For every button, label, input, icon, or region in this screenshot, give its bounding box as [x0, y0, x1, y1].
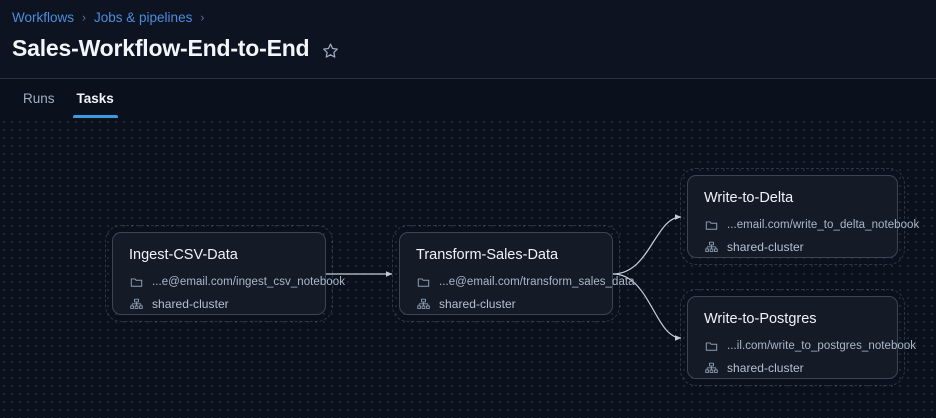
task-node-cluster: shared-cluster	[727, 361, 804, 375]
task-node-write-to-postgres[interactable]: Write-to-Postgres ...il.com/write_to_pos…	[680, 289, 916, 386]
task-node-path: ...email.com/write_to_delta_notebook	[727, 219, 920, 231]
task-node-cluster-row: shared-cluster	[416, 295, 596, 314]
title-row: Sales-Workflow-End-to-End	[12, 33, 341, 63]
task-node-title: Ingest-CSV-Data	[129, 247, 238, 263]
task-node-title: Transform-Sales-Data	[416, 247, 559, 263]
page-title: Sales-Workflow-End-to-End	[12, 35, 310, 61]
tab-bar: Runs Tasks	[0, 79, 936, 118]
tab-tasks[interactable]: Tasks	[66, 79, 125, 118]
task-node-path: ...il.com/write_to_postgres_notebook	[727, 340, 917, 352]
cluster-icon	[704, 241, 718, 255]
task-node-title: Write-to-Postgres	[704, 311, 817, 327]
breadcrumb-item-jobs-pipelines[interactable]: Jobs & pipelines	[94, 10, 193, 25]
cluster-icon	[704, 362, 718, 376]
task-node-cluster: shared-cluster	[439, 297, 516, 311]
edge-transform-to-delta	[612, 214, 682, 275]
tab-runs[interactable]: Runs	[23, 91, 55, 106]
cluster-icon	[416, 298, 430, 312]
task-node-path-row: ...e@email.com/ingest_csv_notebook	[129, 273, 345, 292]
chevron-right-icon: ›	[82, 10, 87, 25]
folder-icon	[704, 219, 718, 233]
task-node-path-row: ...e@email.com/transform_sales_data	[416, 273, 635, 292]
breadcrumb: Workflows › Jobs & pipelines ›	[12, 9, 204, 27]
task-node-cluster: shared-cluster	[152, 297, 229, 311]
task-graph-canvas[interactable]: Ingest-CSV-Data ...e@email.com/ingest_cs…	[0, 118, 936, 418]
task-node-cluster: shared-cluster	[727, 240, 804, 254]
task-node-path-row: ...il.com/write_to_postgres_notebook	[704, 337, 916, 356]
task-node-cluster-row: shared-cluster	[704, 359, 881, 378]
task-node-title: Write-to-Delta	[704, 190, 794, 206]
task-node-path: ...e@email.com/ingest_csv_notebook	[152, 276, 345, 288]
task-node-cluster-row: shared-cluster	[704, 238, 881, 257]
task-node-path-row: ...email.com/write_to_delta_notebook	[704, 216, 919, 235]
breadcrumb-item-workflows[interactable]: Workflows	[12, 10, 75, 25]
task-node-ingest-csv-data[interactable]: Ingest-CSV-Data ...e@email.com/ingest_cs…	[105, 225, 345, 322]
folder-icon	[129, 276, 143, 290]
page-header: Workflows › Jobs & pipelines › Sales-Wor…	[0, 0, 936, 79]
task-node-path: ...e@email.com/transform_sales_data	[439, 276, 635, 288]
task-node-cluster-row: shared-cluster	[129, 295, 309, 314]
task-node-transform-sales-data[interactable]: Transform-Sales-Data ...e@email.com/tran…	[392, 225, 635, 322]
cluster-icon	[129, 298, 143, 312]
folder-icon	[416, 276, 430, 290]
chevron-right-icon-2: ›	[200, 10, 205, 25]
task-node-write-to-delta[interactable]: Write-to-Delta ...email.com/write_to_del…	[680, 168, 919, 265]
folder-icon	[704, 340, 718, 354]
star-icon[interactable]	[319, 39, 341, 61]
